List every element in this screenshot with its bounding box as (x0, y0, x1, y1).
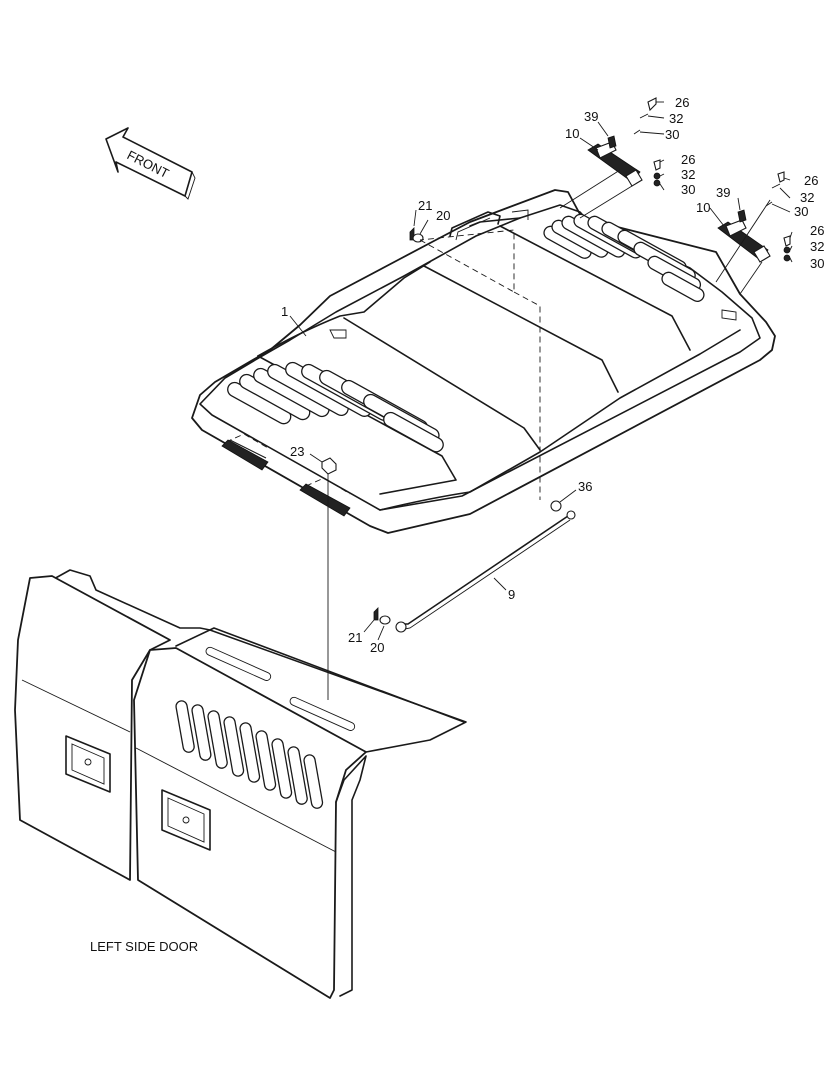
callout-26-b: 26 (681, 152, 695, 167)
callout-39-upper: 39 (584, 109, 598, 124)
callout-30-b: 30 (681, 182, 695, 197)
grommet-36 (550, 500, 562, 512)
callout-26-d: 26 (810, 223, 824, 238)
callout-32-d: 32 (810, 239, 824, 254)
engine-hood (191, 189, 776, 534)
callout-36: 36 (578, 479, 592, 494)
callout-10-upper: 10 (565, 126, 579, 141)
hardware-stack-b (653, 159, 661, 187)
callout-23: 23 (290, 444, 304, 459)
hood-hinge-left (221, 433, 269, 471)
callout-26-a: 26 (675, 95, 689, 110)
leader-lines (289, 101, 793, 641)
callout-39-lower: 39 (716, 185, 730, 200)
callout-21-lower: 21 (348, 630, 362, 645)
callout-32-c: 32 (800, 190, 814, 205)
hood-vent-slots-front (227, 361, 444, 453)
callout-21-upper: 21 (418, 198, 432, 213)
callout-labels: 1 9 10 10 20 20 21 21 23 26 26 26 26 30 … (281, 95, 824, 655)
hardware-stack-a (633, 97, 657, 135)
diagram-caption: LEFT SIDE DOOR (90, 939, 198, 954)
callout-20-upper: 20 (436, 208, 450, 223)
callout-1: 1 (281, 304, 288, 319)
callout-32-a: 32 (669, 111, 683, 126)
callout-20-lower: 20 (370, 640, 384, 655)
washer-20-lower (379, 615, 391, 625)
callout-30-a: 30 (665, 127, 679, 142)
latch-assembly-upper-left (587, 135, 643, 187)
pin-21-lower (373, 607, 379, 621)
left-side-door (14, 569, 467, 999)
door-latch-left (65, 735, 111, 793)
callout-30-d: 30 (810, 256, 824, 271)
door-latch-right (161, 789, 211, 851)
hardware-stack-d (783, 235, 791, 262)
hardware-stack-c (765, 171, 785, 207)
latch-assembly-upper-right (717, 209, 771, 263)
hood-hinge-right (299, 477, 351, 517)
callout-30-c: 30 (794, 204, 808, 219)
callout-26-c: 26 (804, 173, 818, 188)
hood-vent-slots-rear (543, 213, 705, 302)
nut-23 (321, 457, 337, 475)
callout-32-b: 32 (681, 167, 695, 182)
hood-stay-rod (395, 510, 576, 633)
front-arrow-label: FRONT (125, 147, 172, 181)
callout-10-lower: 10 (696, 200, 710, 215)
door-vent-slots (175, 700, 324, 809)
front-direction-arrow: FRONT (105, 127, 196, 200)
callout-9: 9 (508, 587, 515, 602)
